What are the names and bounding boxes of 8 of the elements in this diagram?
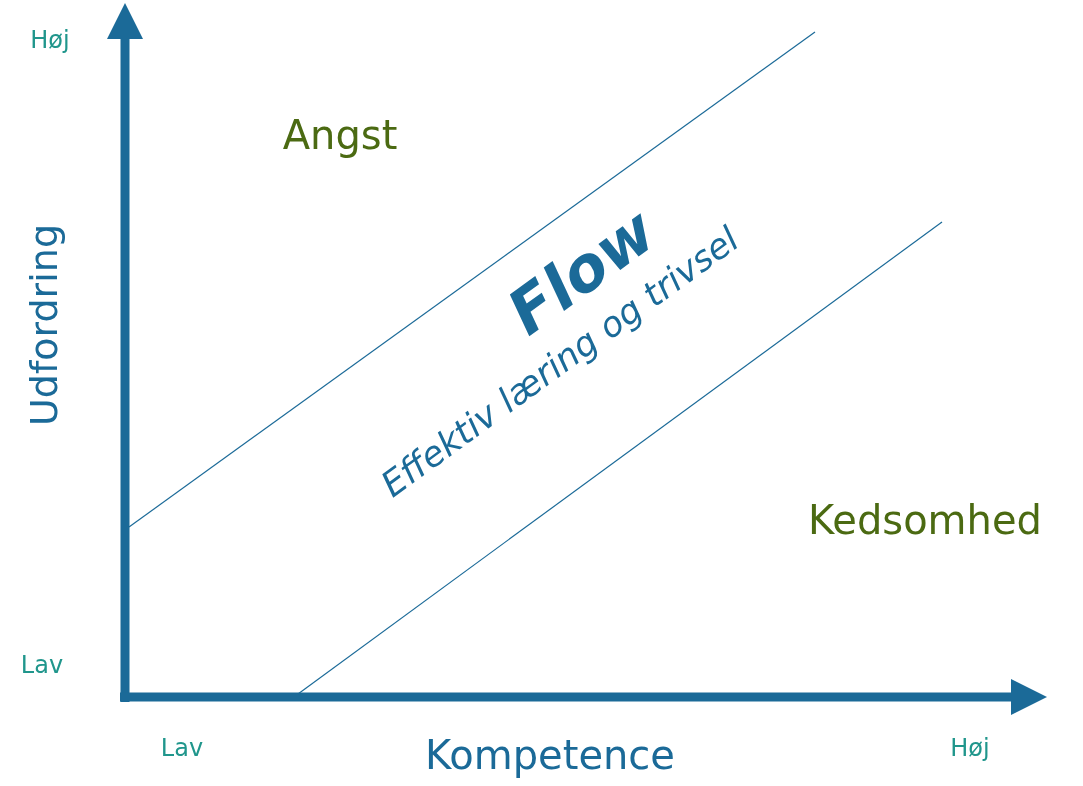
axis-title: Udfordring bbox=[24, 224, 66, 426]
axis-level-label: Lav bbox=[20, 651, 64, 679]
zone-label: Kedsomhed bbox=[808, 498, 1042, 542]
axis-level-label: Høj bbox=[950, 734, 990, 762]
zone-label: Angst bbox=[282, 113, 398, 157]
axis-level-label: Høj bbox=[30, 26, 70, 54]
axis-level-label: Lav bbox=[160, 734, 204, 762]
axis-title: Kompetence bbox=[425, 733, 675, 777]
